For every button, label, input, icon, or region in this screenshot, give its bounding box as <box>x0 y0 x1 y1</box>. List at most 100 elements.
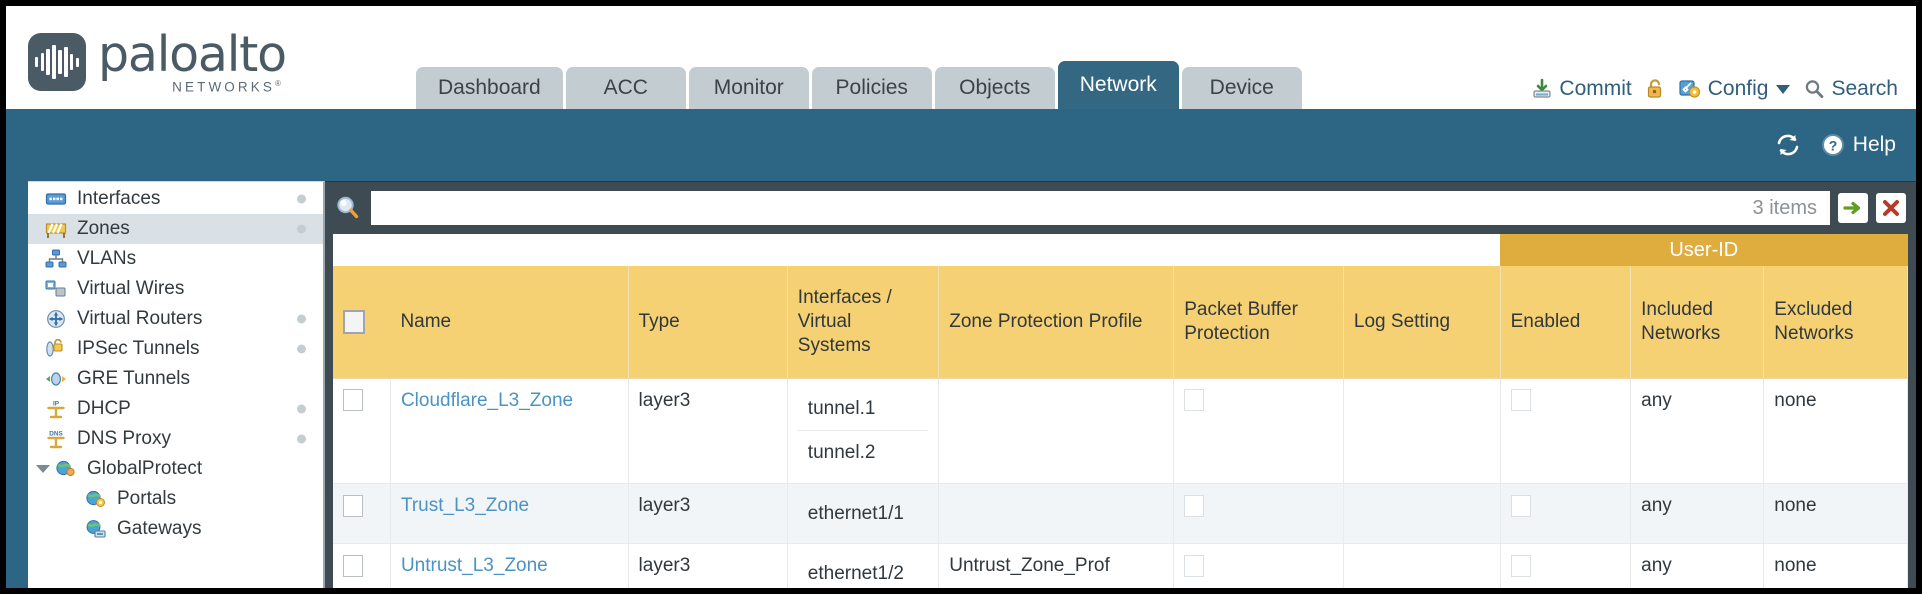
tab-acc[interactable]: ACC <box>565 67 686 109</box>
logo-mark-icon <box>28 33 86 91</box>
clear-filter-x-icon <box>1883 200 1899 216</box>
row-select-checkbox[interactable] <box>343 494 363 517</box>
cell-interfaces: ethernet1/2 <box>787 543 940 588</box>
col-header-interfaces[interactable]: Interfaces / Virtual Systems <box>787 266 940 379</box>
userid-enabled-checkbox[interactable] <box>1510 555 1531 578</box>
gre-tunnels-icon <box>46 372 66 386</box>
tab-device[interactable]: Device <box>1181 67 1302 109</box>
col-header-log-setting[interactable]: Log Setting <box>1343 266 1501 379</box>
config-dropdown[interactable]: Config <box>1678 77 1791 101</box>
apply-filter-button[interactable] <box>1838 193 1868 223</box>
cell-excluded-networks: none <box>1763 378 1908 484</box>
gateways-icon <box>86 520 106 538</box>
sidebar-item-vlans[interactable]: VLANs <box>28 244 323 274</box>
portals-icon <box>86 490 105 507</box>
tab-monitor[interactable]: Monitor <box>688 67 809 109</box>
zone-name-link[interactable]: Cloudflare_L3_Zone <box>400 389 574 411</box>
sidebar-item-label: Interfaces <box>77 188 161 209</box>
cell-name: Cloudflare_L3_Zone <box>390 378 629 484</box>
help-button[interactable]: ? Help <box>1820 132 1896 158</box>
row-select-checkbox[interactable] <box>343 389 363 412</box>
col-header-userid-enabled[interactable]: Enabled <box>1500 266 1632 379</box>
col-header-name[interactable]: Name <box>390 266 629 379</box>
svg-text:IP: IP <box>53 401 60 408</box>
sidebar-item-zones[interactable]: Zones <box>28 214 323 244</box>
clear-filter-button[interactable] <box>1876 193 1906 223</box>
sidebar-item-ipsec-tunnels[interactable]: IPSec Tunnels <box>28 334 323 364</box>
cell-type: layer3 <box>628 378 788 484</box>
sidebar-item-gateways[interactable]: Gateways <box>28 514 323 544</box>
userid-enabled-checkbox[interactable] <box>1510 494 1531 517</box>
sidebar-item-gre-tunnels[interactable]: GRE Tunnels <box>28 364 323 394</box>
cell-interfaces: ethernet1/1 <box>787 483 940 545</box>
sidebar-item-label: GRE Tunnels <box>77 368 190 389</box>
sidebar-item-globalprotect[interactable]: GlobalProtect <box>28 454 323 484</box>
tab-label: ACC <box>603 76 648 99</box>
sidebar-item-portals[interactable]: Portals <box>28 484 323 514</box>
search-button[interactable]: Search <box>1803 77 1898 101</box>
col-header-type[interactable]: Type <box>628 266 788 379</box>
col-header-zone-protection-profile[interactable]: Zone Protection Profile <box>938 266 1175 379</box>
tab-label: Policies <box>835 76 908 99</box>
sidebar-item-label: DNS Proxy <box>77 428 171 449</box>
select-all-checkbox[interactable] <box>343 309 365 334</box>
zone-name-link[interactable]: Untrust_L3_Zone <box>400 555 548 577</box>
row-select-cell <box>333 483 391 545</box>
user-id-group-header: User-ID <box>1500 234 1908 266</box>
cell-included-networks: any <box>1630 378 1765 484</box>
sidebar-item-label: IPSec Tunnels <box>77 338 200 359</box>
zone-name-link[interactable]: Trust_L3_Zone <box>400 494 530 516</box>
tab-policies[interactable]: Policies <box>811 67 932 109</box>
sidebar-item-virtual-wires[interactable]: Virtual Wires <box>28 274 323 304</box>
interfaces-icon <box>45 193 67 205</box>
userid-enabled-checkbox[interactable] <box>1510 389 1531 412</box>
cell-log-setting <box>1343 483 1501 545</box>
chevron-down-icon <box>1776 84 1791 94</box>
tab-dashboard[interactable]: Dashboard <box>416 67 563 109</box>
sidebar-item-status-dot <box>297 344 306 354</box>
commit-button[interactable]: Commit <box>1531 77 1632 101</box>
col-header-excluded-networks[interactable]: Excluded Networks <box>1763 266 1908 379</box>
col-header-included-networks[interactable]: Included Networks <box>1630 266 1765 379</box>
virtual-wires-icon-wrap <box>44 279 68 299</box>
packet-buffer-protection-checkbox[interactable] <box>1184 389 1205 412</box>
sidebar-item-label: GlobalProtect <box>87 458 203 479</box>
sidebar-item-interfaces[interactable]: Interfaces <box>28 184 323 214</box>
cell-excluded-networks: none <box>1763 543 1908 588</box>
table-head: User-ID Name Type Interfaces / Virtual S… <box>333 234 1908 379</box>
tree-expand-caret-icon[interactable] <box>36 465 50 473</box>
sidebar-item-label: Virtual Wires <box>77 278 185 299</box>
packet-buffer-protection-checkbox[interactable] <box>1184 555 1205 578</box>
banner-actions: ? Help <box>1774 132 1896 158</box>
select-all-header <box>333 266 391 379</box>
tab-objects[interactable]: Objects <box>934 67 1055 109</box>
col-header-packet-buffer-protection[interactable]: Packet Buffer Protection <box>1173 266 1344 379</box>
refresh-button[interactable] <box>1774 132 1802 158</box>
zones-icon <box>45 223 67 238</box>
cell-type: layer3 <box>628 543 788 588</box>
cell-included-networks: any <box>1630 483 1765 545</box>
sidebar-item-virtual-routers[interactable]: Virtual Routers <box>28 304 323 334</box>
row-select-checkbox[interactable] <box>343 555 363 578</box>
config-icon <box>1679 80 1700 98</box>
cell-log-setting <box>1343 378 1501 484</box>
paloalto-logo: paloalto NETWORKS® <box>28 30 287 94</box>
tab-network[interactable]: Network <box>1057 61 1179 109</box>
vlans-icon <box>45 249 67 268</box>
lock-button[interactable] <box>1645 78 1665 100</box>
sidebar-item-label: Virtual Routers <box>77 308 203 329</box>
interface-entry: tunnel.2 <box>807 442 876 464</box>
sidebar-item-status-dot <box>297 224 306 234</box>
filter-input[interactable]: 3 items <box>371 191 1830 225</box>
blue-banner: ? Help <box>6 109 1916 181</box>
search-icon[interactable] <box>333 193 363 223</box>
packet-buffer-protection-checkbox[interactable] <box>1184 494 1205 517</box>
